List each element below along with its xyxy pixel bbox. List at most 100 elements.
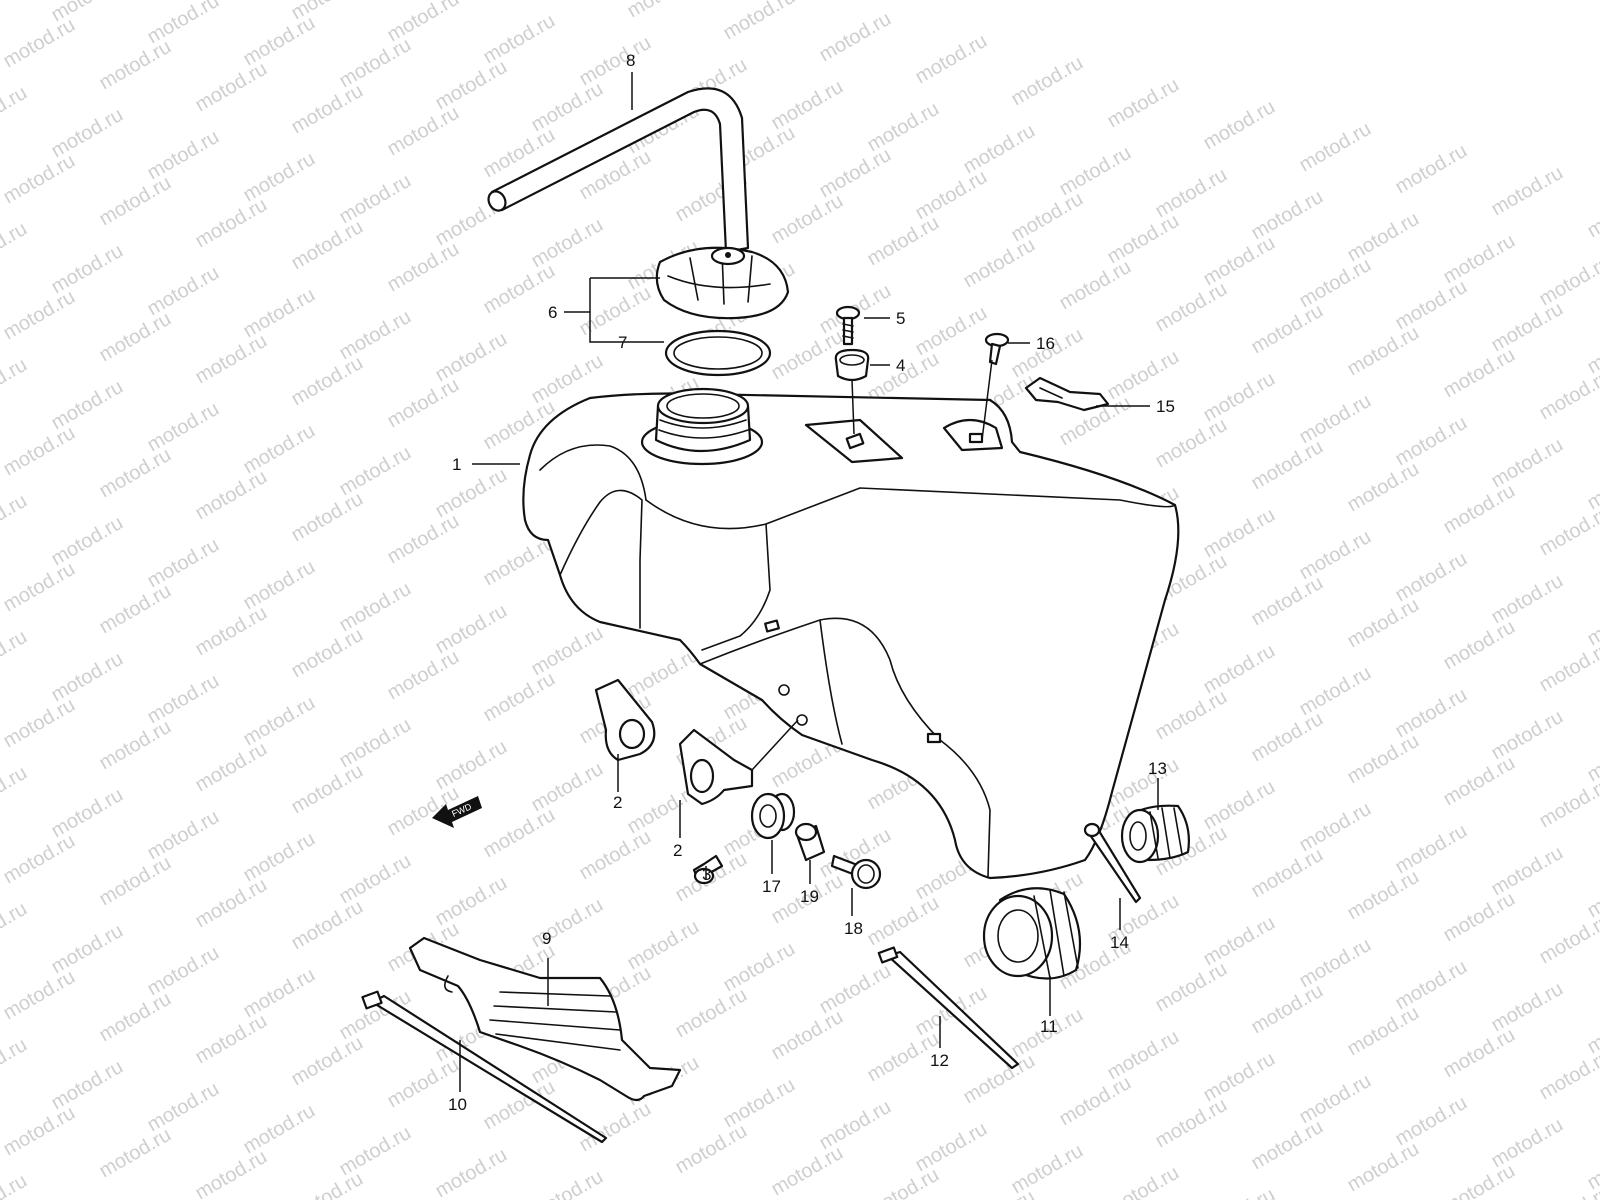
bracket-2-right (678, 728, 754, 806)
watermark-text: motod.ru (1200, 232, 1279, 291)
watermark-text: motod.ru (192, 738, 271, 797)
watermark-text: motod.ru (1536, 774, 1600, 833)
watermark-text: motod.ru (1488, 434, 1567, 493)
watermark-text: motod.ru (1536, 366, 1600, 425)
callout-2a: 2 (613, 793, 622, 812)
watermark-text: motod.ru (1008, 1140, 1087, 1199)
watermark-text: motod.ru (192, 874, 271, 933)
watermark-text: motod.ru (1104, 1162, 1183, 1200)
screw-16 (984, 332, 1010, 366)
watermark-text: motod.ru (1392, 548, 1471, 607)
watermark-text: motod.ru (1200, 1048, 1279, 1107)
watermark-text: motod.ru (1152, 1094, 1231, 1153)
watermark-text: motod.ru (864, 892, 943, 951)
watermark-text: motod.ru (96, 716, 175, 775)
watermark-text: motod.ru (1200, 912, 1279, 971)
leader-lines (459, 72, 1159, 1092)
watermark-text: motod.ru (144, 126, 223, 185)
watermark-text: motod.ru (528, 1166, 607, 1200)
watermark-text: motod.ru (432, 464, 511, 523)
watermark-text: motod.ru (1392, 820, 1471, 879)
callout-10: 10 (448, 1095, 467, 1114)
watermark-text: motod.ru (144, 398, 223, 457)
watermark-text: motod.ru (816, 8, 895, 67)
watermark-text: motod.ru (96, 988, 175, 1047)
watermark-text: motod.ru (1200, 776, 1279, 835)
fuel-cap (655, 246, 790, 320)
watermark-text: motod.ru (1488, 1114, 1567, 1173)
watermark-text: motod.ru (528, 622, 607, 681)
watermark-text: motod.ru (288, 896, 367, 955)
watermark-text: motod.ru (288, 352, 367, 411)
watermark-text: motod.ru (1536, 502, 1600, 561)
watermark-text: motod.ru (912, 30, 991, 89)
callout-1: 1 (452, 455, 461, 474)
watermark-text: motod.ru (144, 942, 223, 1001)
watermark-text: motod.ru (432, 736, 511, 795)
watermark-text: motod.ru (0, 626, 31, 685)
watermark-text: motod.ru (1584, 184, 1600, 243)
watermark-text: motod.ru (1344, 322, 1423, 381)
watermark-text: motod.ru (624, 916, 703, 975)
watermark-text: motod.ru (432, 1144, 511, 1200)
watermark-text: motod.ru (48, 920, 127, 979)
watermark-text: motod.ru (720, 1074, 799, 1133)
watermark-text: motod.ru (288, 1032, 367, 1091)
watermark-text: motod.ru (384, 374, 463, 433)
watermark-text: motod.ru (864, 98, 943, 157)
watermark-text: motod.ru (1296, 254, 1375, 313)
watermark-text: motod.ru (288, 624, 367, 683)
watermark-text: motod.ru (768, 190, 847, 249)
watermark-text: motod.ru (1392, 412, 1471, 471)
watermark-text: motod.ru (1248, 980, 1327, 1039)
watermark-text: motod.ru (864, 1164, 943, 1200)
tie-12 (877, 946, 1020, 1070)
watermark-text: motod.ru (240, 420, 319, 479)
watermark-text: motod.ru (672, 984, 751, 1043)
watermark-text: motod.ru (576, 32, 655, 91)
watermark-text: motod.ru (288, 216, 367, 275)
watermark-text: motod.ru (624, 0, 703, 22)
watermark-text: motod.ru (48, 1056, 127, 1115)
watermark-text: motod.ru (0, 0, 31, 4)
callout-15: 15 (1156, 397, 1175, 416)
watermark-text: motod.ru (0, 150, 79, 209)
watermark-text: motod.ru (336, 714, 415, 773)
watermark-text: motod.ru (96, 1124, 175, 1183)
watermark-text: motod.ru (384, 646, 463, 705)
watermark-text: motod.ru (1248, 572, 1327, 631)
watermark-text: motod.ru (1536, 252, 1600, 311)
watermark-text: motod.ru (240, 1100, 319, 1159)
watermark-text: motod.ru (1440, 344, 1519, 403)
watermark-text: motod.ru (528, 214, 607, 273)
callout-7: 7 (618, 333, 627, 352)
callout-9: 9 (542, 929, 551, 948)
watermark-text: motod.ru (1200, 1184, 1279, 1200)
watermark-text: motod.ru (336, 578, 415, 637)
watermark-text: motod.ru (1056, 256, 1135, 315)
watermark-text: motod.ru (1104, 74, 1183, 133)
watermark-text: motod.ru (1488, 706, 1567, 765)
watermark-text: motod.ru (144, 1078, 223, 1137)
watermark-text: motod.ru (48, 240, 127, 299)
watermark-text: motod.ru (0, 966, 79, 1025)
callout-19: 19 (800, 887, 819, 906)
watermark-text: motod.ru (240, 12, 319, 71)
callout-14: 14 (1110, 933, 1129, 952)
watermark-text: motod.ru (192, 330, 271, 389)
watermark-text: motod.ru (1392, 276, 1471, 335)
watermark-text: motod.ru (0, 694, 79, 753)
watermark-text: motod.ru (1296, 118, 1375, 177)
watermark-text: motod.ru (1440, 230, 1519, 289)
watermark-text: motod.ru (1008, 188, 1087, 247)
watermark-text: motod.ru (96, 172, 175, 231)
watermark-text: motod.ru (1536, 910, 1600, 969)
callout-8: 8 (626, 51, 635, 70)
watermark-text: motod.ru (1440, 888, 1519, 947)
watermark-text: motod.ru (0, 14, 79, 73)
band-9 (408, 936, 682, 1102)
watermark-text: motod.ru (912, 166, 991, 225)
watermark-text: motod.ru (1296, 662, 1375, 721)
watermark-text: motod.ru (768, 76, 847, 135)
callout-11: 11 (1040, 1017, 1058, 1036)
